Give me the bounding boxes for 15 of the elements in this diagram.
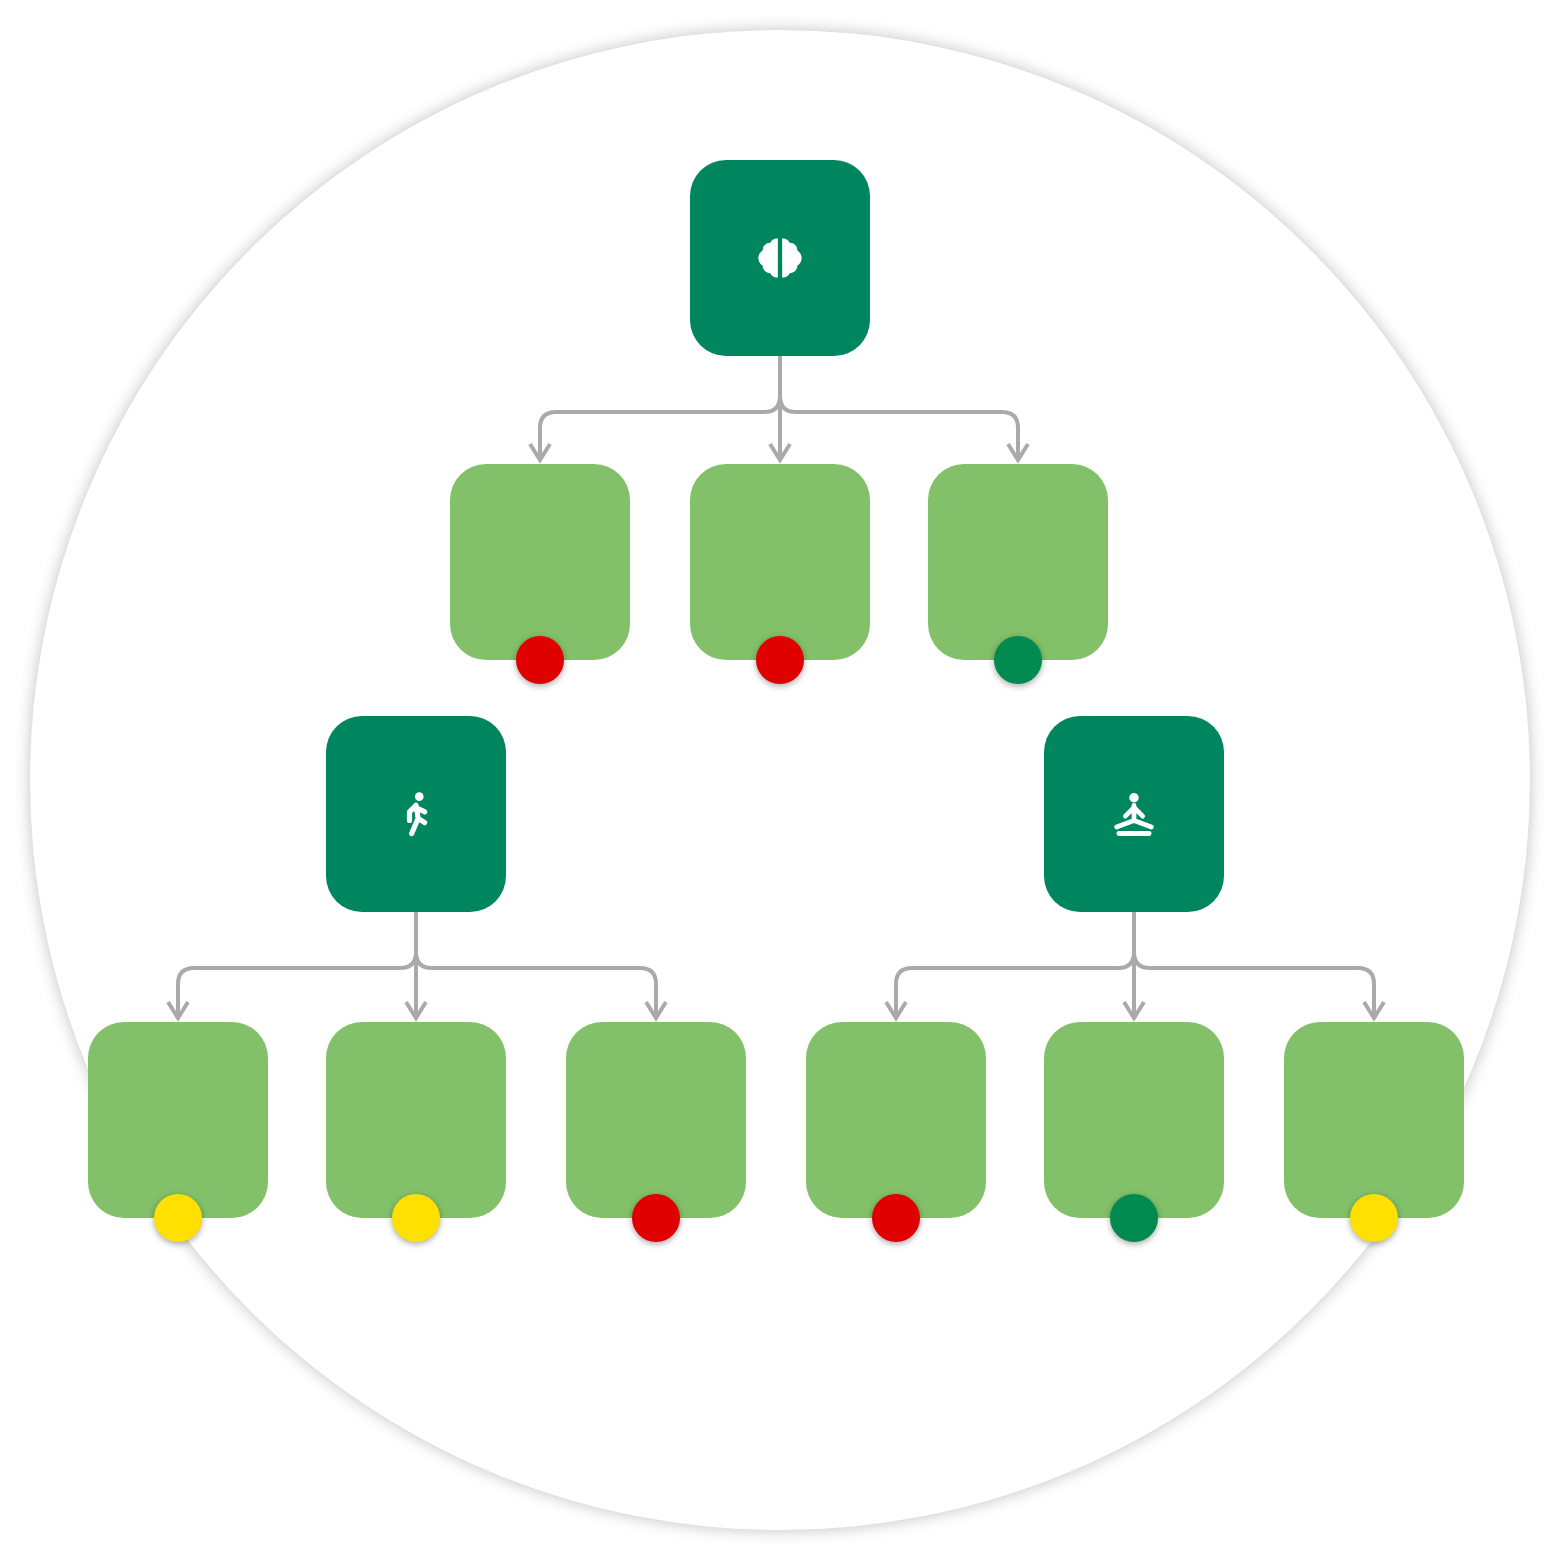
category-box bbox=[326, 716, 506, 912]
item-box bbox=[1284, 1022, 1464, 1218]
item-box bbox=[88, 1022, 268, 1218]
item-box bbox=[806, 1022, 986, 1218]
item-box bbox=[566, 1022, 746, 1218]
item-box bbox=[1044, 1022, 1224, 1218]
arrow bbox=[778, 356, 1030, 462]
arrow bbox=[414, 912, 668, 1020]
item-box bbox=[928, 464, 1108, 660]
item-box bbox=[326, 1022, 506, 1218]
item-box bbox=[450, 464, 630, 660]
item-box bbox=[690, 464, 870, 660]
arrow bbox=[1132, 912, 1386, 1020]
category-box bbox=[1044, 716, 1224, 912]
category-box bbox=[690, 160, 870, 356]
